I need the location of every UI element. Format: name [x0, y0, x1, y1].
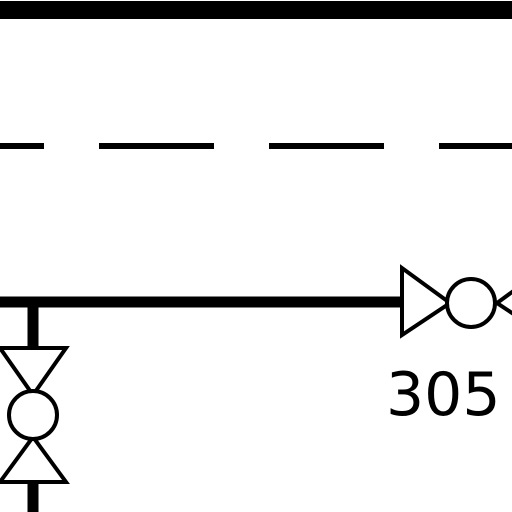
valve-305-actuator-circle: [445, 277, 497, 329]
valve-305-label: 305: [386, 360, 501, 430]
valve-vertical-actuator-circle: [7, 389, 59, 441]
valve-vertical-top-triangle: [0, 346, 70, 399]
valve-vertical[interactable]: [0, 346, 70, 484]
valve-305[interactable]: [400, 264, 512, 339]
valve-305-left-triangle: [400, 264, 454, 339]
valve-vertical-bottom-triangle: [0, 433, 70, 484]
valve-305-right-triangle: [493, 289, 512, 316]
